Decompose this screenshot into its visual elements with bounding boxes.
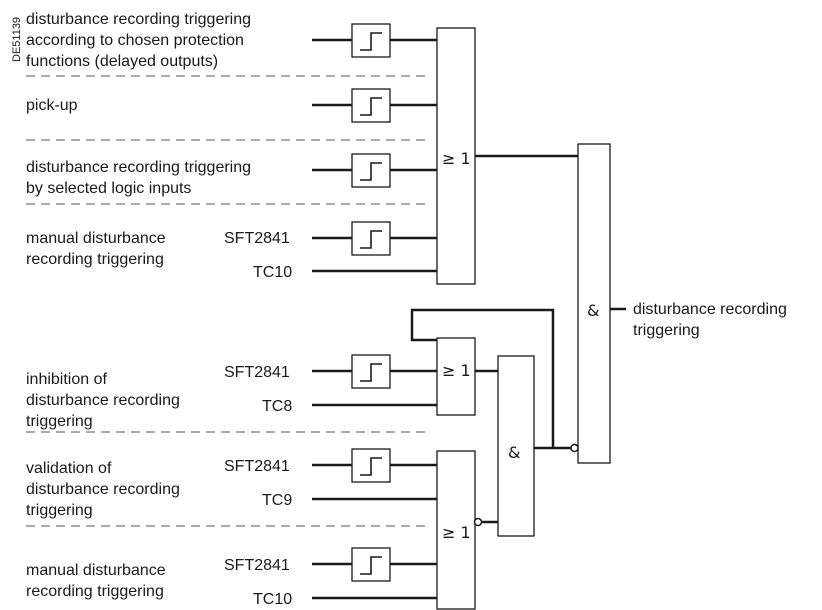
or-gate-inhibit-symbol: ≥ 1 <box>442 361 471 380</box>
label-output-line2: triggering <box>633 322 700 339</box>
rising-edge-icon <box>360 230 382 249</box>
label-pickup: pick-up <box>26 97 78 114</box>
or-gate-main <box>436 27 476 285</box>
input-manual-a-sft <box>312 221 437 256</box>
label-protection-line2: according to chosen protection <box>26 32 244 49</box>
rising-edge-icon <box>360 32 382 51</box>
inverter-bubble <box>473 517 483 527</box>
rising-edge-icon <box>360 363 382 382</box>
label-logic-line2: by selected logic inputs <box>26 180 191 197</box>
label-manual-b-line2: recording triggering <box>26 583 164 600</box>
wire-feedback-loop <box>410 308 555 448</box>
signal-sft2841-inhibit: SFT2841 <box>224 364 290 381</box>
label-logic-line1: disturbance recording triggering <box>26 159 251 176</box>
label-inhibit-line1: inhibition of <box>26 371 108 388</box>
input-inhibit-sft <box>312 354 437 389</box>
input-valid-sft <box>312 448 437 483</box>
signal-tc9: TC9 <box>262 492 292 509</box>
label-valid-line1: validation of <box>26 460 112 477</box>
signal-tc10-b: TC10 <box>253 591 292 608</box>
edge-detector <box>351 153 391 188</box>
or-gate-valid <box>436 450 476 610</box>
signal-sft2841-manual-a: SFT2841 <box>224 230 290 247</box>
label-inhibit-line2: disturbance recording <box>26 392 180 409</box>
diagram-code: DE51139 <box>11 17 23 62</box>
and-gate-mid-symbol: & <box>508 443 520 462</box>
or-gate-valid-symbol: ≥ 1 <box>442 523 471 542</box>
label-valid-line2: disturbance recording <box>26 481 180 498</box>
label-manual-a-line2: recording triggering <box>26 251 164 268</box>
and-gate-final <box>577 143 611 464</box>
inverter-bubble <box>570 443 579 453</box>
input-pickup <box>312 88 437 123</box>
or-gate-inhibit <box>436 337 476 416</box>
and-gate-final-symbol: & <box>587 301 599 320</box>
label-manual-b-line1: manual disturbance <box>26 562 166 579</box>
label-manual-a-line1: manual disturbance <box>26 230 166 247</box>
input-manual-b-sft <box>312 547 437 582</box>
label-inhibit-line3: triggering <box>26 413 93 430</box>
rising-edge-icon <box>360 556 382 575</box>
rising-edge-icon <box>360 162 382 181</box>
label-protection-line1: disturbance recording triggering <box>26 11 251 28</box>
signal-sft2841-manual-b: SFT2841 <box>224 557 290 574</box>
rising-edge-icon <box>360 457 382 476</box>
signal-sft2841-valid: SFT2841 <box>224 458 290 475</box>
label-protection-line3: functions (delayed outputs) <box>26 53 218 70</box>
or-gate-main-symbol: ≥ 1 <box>442 149 471 168</box>
label-output-line1: disturbance recording <box>633 301 787 318</box>
input-protection <box>312 23 437 58</box>
rising-edge-icon <box>360 97 382 116</box>
signal-tc10-a: TC10 <box>253 264 292 281</box>
label-valid-line3: triggering <box>26 502 93 519</box>
and-gate-mid <box>497 355 535 537</box>
edge-detector <box>351 23 391 58</box>
signal-tc8: TC8 <box>262 398 292 415</box>
input-logic <box>312 153 437 188</box>
